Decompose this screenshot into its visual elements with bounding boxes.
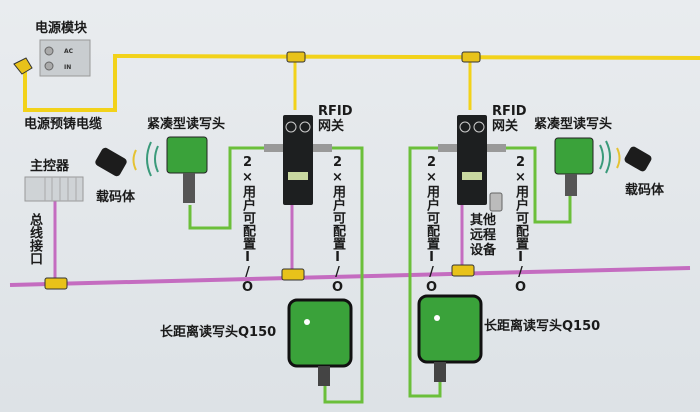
ac-port-icon [44, 46, 54, 56]
long-reader-right-label: 长距离读写头Q150 [484, 319, 601, 334]
in-port-label: IN [64, 64, 72, 71]
gateway-right-label: RFID 网关 [492, 104, 527, 134]
other-device-label: 其他远程设备 [470, 213, 497, 258]
bus-interface-label: 总线接口 [27, 213, 42, 265]
ac-port-label: AC [64, 48, 74, 55]
controller-label: 主控器 [30, 159, 70, 174]
io-cable-right-long [408, 146, 457, 398]
in-port-icon [44, 61, 54, 71]
io-cable-right-compact [487, 146, 572, 224]
compact-reader-left-label: 紧凑型读写头 [147, 117, 226, 132]
bus-t-connector-2 [281, 268, 305, 281]
compact-reader-right-label: 紧凑型读写头 [534, 117, 613, 132]
compact-reader-left [166, 136, 208, 203]
compact-reader-right [554, 137, 594, 196]
io-right-2-label: 2×用户可配置I/O [513, 155, 528, 295]
long-range-reader-right [417, 294, 483, 382]
rfid-gateway-2 [438, 115, 506, 212]
controller-device [24, 176, 84, 202]
wireless-waves-right [599, 140, 621, 174]
gateway-left-label: RFID 网关 [318, 104, 353, 134]
io-left-1-label: 2×用户可配置I/O [240, 155, 255, 295]
power-t-connector-2 [461, 51, 481, 63]
io-cable-left-compact [188, 146, 283, 230]
tag-right-label: 载码体 [625, 183, 665, 198]
io-right-1-label: 2×用户可配置I/O [424, 155, 439, 295]
tag-right [624, 146, 652, 172]
power-module-title: 电源模块 [35, 21, 88, 36]
long-range-reader-left [287, 298, 353, 386]
power-cable-label: 电源预铸电缆 [24, 117, 103, 132]
tag-left-label: 载码体 [96, 190, 136, 205]
power-cable [23, 53, 700, 112]
rfid-gateway-1 [264, 115, 332, 205]
long-reader-left-label: 长距离读写头Q150 [160, 325, 277, 340]
power-t-connector-1 [286, 51, 306, 63]
bus-t-connector-3 [451, 264, 475, 277]
wireless-waves-left [132, 141, 159, 177]
io-cable-left-long [313, 146, 364, 404]
fieldbus-line [9, 266, 691, 287]
io-left-2-label: 2×用户可配置I/O [330, 155, 345, 295]
power-plug [13, 57, 33, 75]
tag-left [95, 147, 127, 177]
bus-t-connector-1 [44, 277, 68, 290]
